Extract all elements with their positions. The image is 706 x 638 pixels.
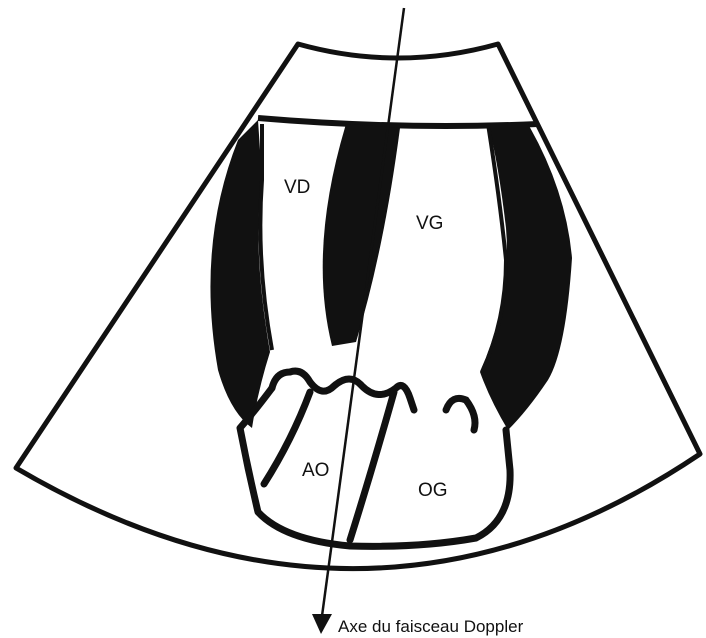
mitral-leaflet	[446, 398, 475, 430]
doppler-axis-arrowhead	[312, 614, 332, 634]
label-ao: AO	[302, 460, 329, 481]
aortic-wall-right	[350, 392, 394, 540]
label-vg: VG	[416, 213, 443, 234]
interventricular-septum	[323, 124, 400, 346]
label-og: OG	[418, 480, 448, 501]
doppler-axis-caption: Axe du faisceau Doppler	[338, 617, 524, 636]
label-vd: VD	[284, 177, 310, 198]
